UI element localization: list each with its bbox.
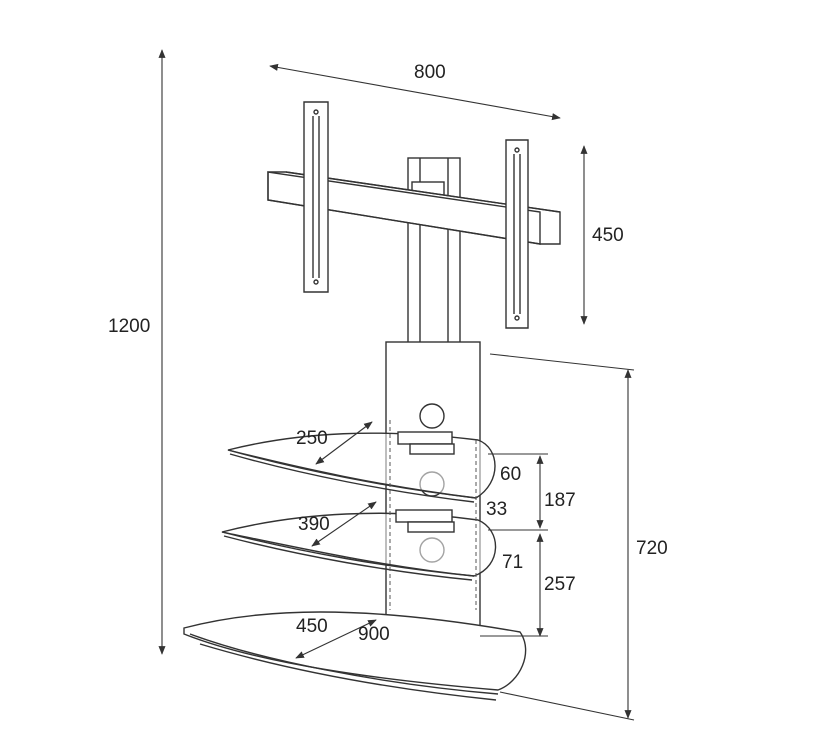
dim-900-label: 900: [358, 624, 390, 645]
dim-1200-label: 1200: [108, 316, 150, 337]
dim-800-label: 800: [414, 62, 446, 83]
dim-33-label: 33: [486, 499, 507, 520]
dim-450-bracket-label: 450: [592, 225, 624, 246]
vesa-bracket-left: [303, 101, 329, 293]
dim-60-label: 60: [500, 464, 521, 485]
base-plate: [183, 611, 527, 701]
upper-column: [407, 157, 461, 355]
dim-450-base-label: 450: [296, 616, 328, 637]
dimension-lines: [158, 49, 635, 721]
dim-250-label: 250: [296, 428, 328, 449]
dim-257-label: 257: [544, 574, 576, 595]
glass-shelf-upper: [227, 431, 496, 503]
dim-390-label: 390: [298, 514, 330, 535]
dim-71-label: 71: [502, 552, 523, 573]
glass-shelf-lower: [221, 509, 497, 581]
dim-187-label: 187: [544, 490, 576, 511]
vesa-bracket-right: [505, 139, 529, 329]
dim-720-label: 720: [636, 538, 668, 559]
